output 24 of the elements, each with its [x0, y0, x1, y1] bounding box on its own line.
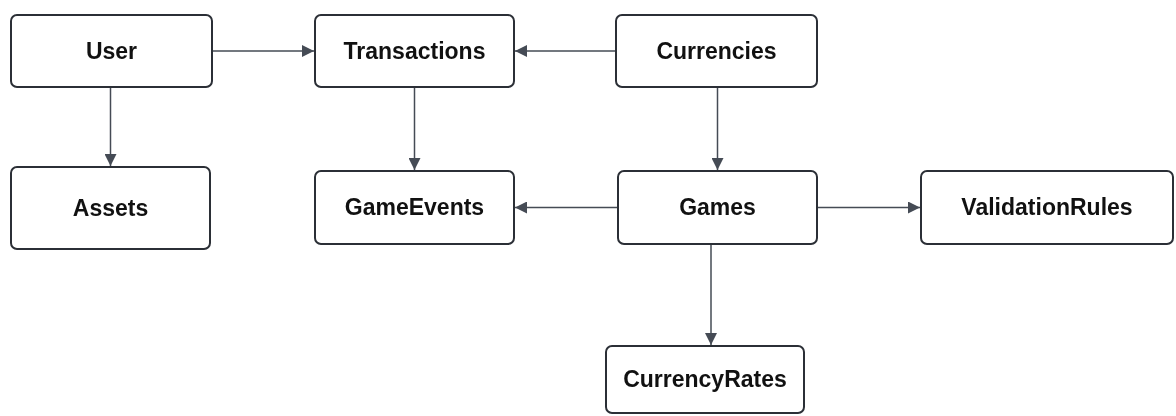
entity-box — [314, 170, 515, 245]
arrow — [711, 87, 724, 171]
entity-box — [605, 345, 805, 414]
entity-box — [615, 14, 818, 88]
entity-box — [617, 170, 818, 245]
entity-name: CurrencyRates — [623, 366, 787, 393]
entity-box — [10, 166, 211, 250]
entity-name: Currencies — [656, 37, 777, 65]
entity-box — [314, 14, 515, 88]
arrow — [705, 244, 717, 346]
entity-name: User — [85, 37, 138, 65]
arrow — [212, 45, 315, 57]
entity-box — [10, 14, 213, 88]
arrow — [817, 201, 921, 214]
arrow — [514, 45, 616, 57]
entity-name: GameEvents — [344, 194, 485, 221]
entity-name: Games — [679, 194, 756, 221]
entity-name: ValidationRules — [961, 194, 1133, 221]
entity-name: Assets — [72, 194, 149, 222]
entity-box — [920, 170, 1174, 245]
arrow — [408, 87, 421, 171]
entity-name: Transactions — [343, 37, 486, 65]
arrow — [514, 201, 618, 214]
arrow — [104, 87, 117, 167]
